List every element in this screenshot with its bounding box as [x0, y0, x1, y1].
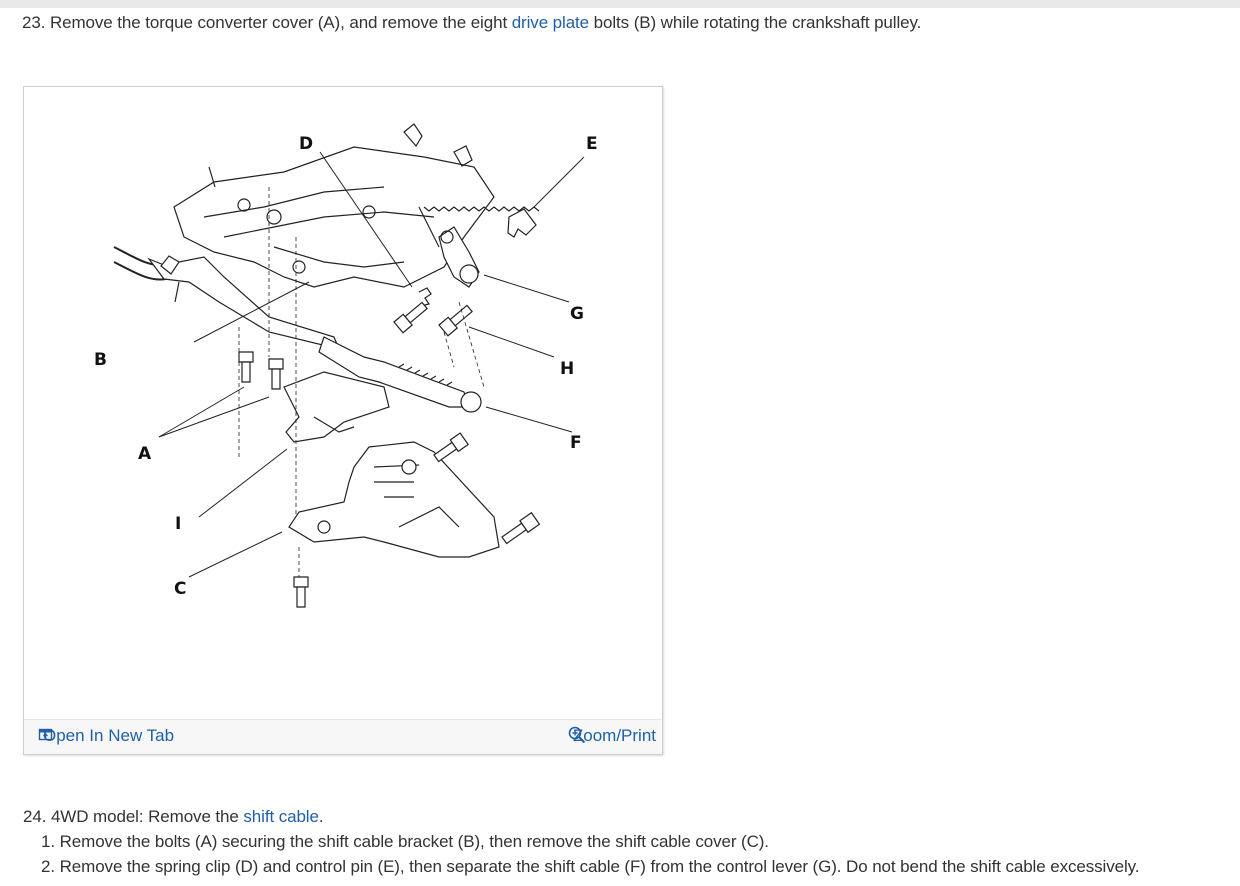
zoom-print-label: Zoom/Print [572, 726, 656, 745]
callout-e: E [586, 134, 598, 154]
top-bar [0, 0, 1240, 8]
step-24-suffix: . [318, 807, 324, 826]
substep-1: 1. Remove the bolts (A) securing the shi… [41, 832, 769, 851]
callout-c: C [174, 579, 186, 599]
open-in-new-tab-button[interactable]: Open In New Tab [38, 726, 174, 746]
open-in-new-tab-label: Open In New Tab [43, 726, 175, 745]
shift-cable-diagram: B A I C D E G H F [94, 123, 598, 608]
callout-d: D [299, 134, 313, 154]
callout-a: A [138, 444, 152, 464]
zoom-print-button[interactable]: Zoom/Print [568, 726, 656, 746]
figure-panel: B A I C D E G H F Open In New Tab Zoom/P… [23, 86, 663, 755]
step-24-prefix: 24. 4WD model: Remove the [23, 807, 244, 826]
callout-g: G [570, 304, 584, 324]
callout-f: F [570, 433, 582, 453]
step-24: 24. 4WD model: Remove the shift cable. [23, 807, 324, 827]
callout-b: B [94, 350, 107, 370]
shift-cable-link[interactable]: shift cable [243, 807, 319, 826]
substep-2: 2. Remove the spring clip (D) and contro… [41, 857, 1140, 876]
figure-footer: Open In New Tab Zoom/Print [24, 719, 662, 754]
step-23-prefix: 23. Remove the torque converter cover (A… [22, 13, 512, 32]
step-23: 23. Remove the torque converter cover (A… [22, 13, 921, 33]
drive-plate-link[interactable]: drive plate [511, 13, 590, 32]
callout-i: I [175, 514, 181, 534]
step-23-suffix: bolts (B) while rotating the crankshaft … [589, 13, 922, 32]
callout-h: H [560, 359, 574, 379]
